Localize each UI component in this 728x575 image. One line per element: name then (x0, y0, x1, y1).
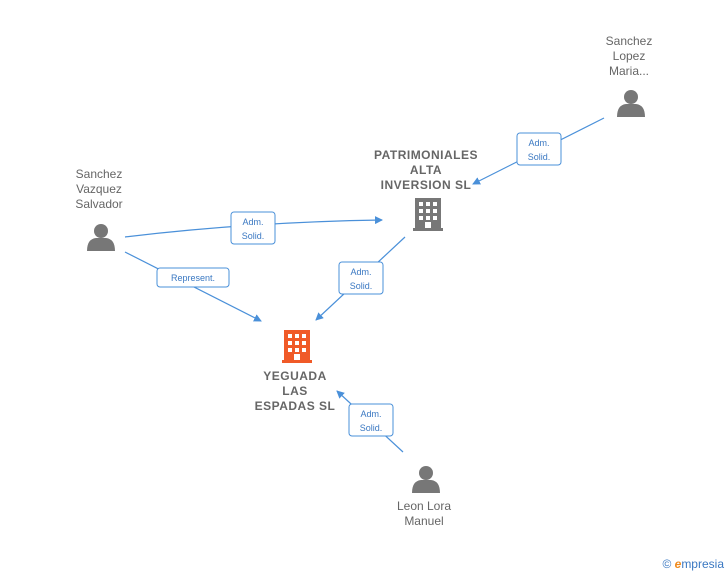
person-icon (617, 90, 645, 117)
building-icon (413, 198, 443, 231)
brand-footer: © empresia (662, 557, 724, 571)
edge-patrimoniales-to-yeguada: Adm. Solid. (315, 236, 406, 321)
node-label-line: Leon Lora (397, 499, 451, 513)
node-label-line: ESPADAS SL (255, 399, 336, 413)
edge-label-line: Solid. (360, 423, 383, 433)
node-label-line: Manuel (404, 514, 443, 528)
edge-label-line: Adm. (350, 267, 371, 277)
building-icon (282, 330, 312, 363)
node-label-line: Lopez (613, 49, 646, 63)
edge-label-line: Solid. (350, 281, 373, 291)
node-label-line: Sanchez (606, 34, 653, 48)
edge-label-line: Solid. (528, 152, 551, 162)
edge-label-line: Represent. (171, 273, 215, 283)
person-icon (87, 224, 115, 251)
edge-vazquez-to-patrimoniales: Adm. Solid. (124, 211, 383, 245)
node-leon-lora[interactable]: Leon Lora Manuel (397, 466, 451, 528)
node-label-line: PATRIMONIALES (374, 148, 478, 162)
edge-label-line: Adm. (242, 217, 263, 227)
node-label-line: Vazquez (76, 182, 122, 196)
edge-lopez-to-patrimoniales: Adm. Solid. (472, 117, 605, 185)
node-sanchez-vazquez[interactable]: Sanchez Vazquez Salvador (75, 167, 123, 251)
person-icon (412, 466, 440, 493)
edge-vazquez-to-yeguada: Represent. (124, 251, 262, 322)
node-sanchez-lopez[interactable]: Sanchez Lopez Maria... (606, 34, 653, 117)
edge-leon-to-yeguada: Adm. Solid. (336, 390, 404, 453)
node-yeguada[interactable]: YEGUADA LAS ESPADAS SL (255, 330, 336, 413)
node-label-line: ALTA (410, 163, 442, 177)
node-label-line: INVERSION SL (381, 178, 472, 192)
node-label-line: Maria... (609, 64, 649, 78)
edge-label-line: Solid. (242, 231, 265, 241)
node-label-line: Sanchez (76, 167, 123, 181)
edge-label-line: Adm. (528, 138, 549, 148)
node-label-line: YEGUADA (263, 369, 327, 383)
edge-label-line: Adm. (360, 409, 381, 419)
brand-logo-text: mpresia (681, 557, 724, 571)
node-patrimoniales[interactable]: PATRIMONIALES ALTA INVERSION SL (374, 148, 478, 231)
node-label-line: LAS (282, 384, 308, 398)
node-label-line: Salvador (75, 197, 122, 211)
copyright-icon: © (662, 557, 672, 571)
brand-logo-mark: e (674, 557, 682, 571)
